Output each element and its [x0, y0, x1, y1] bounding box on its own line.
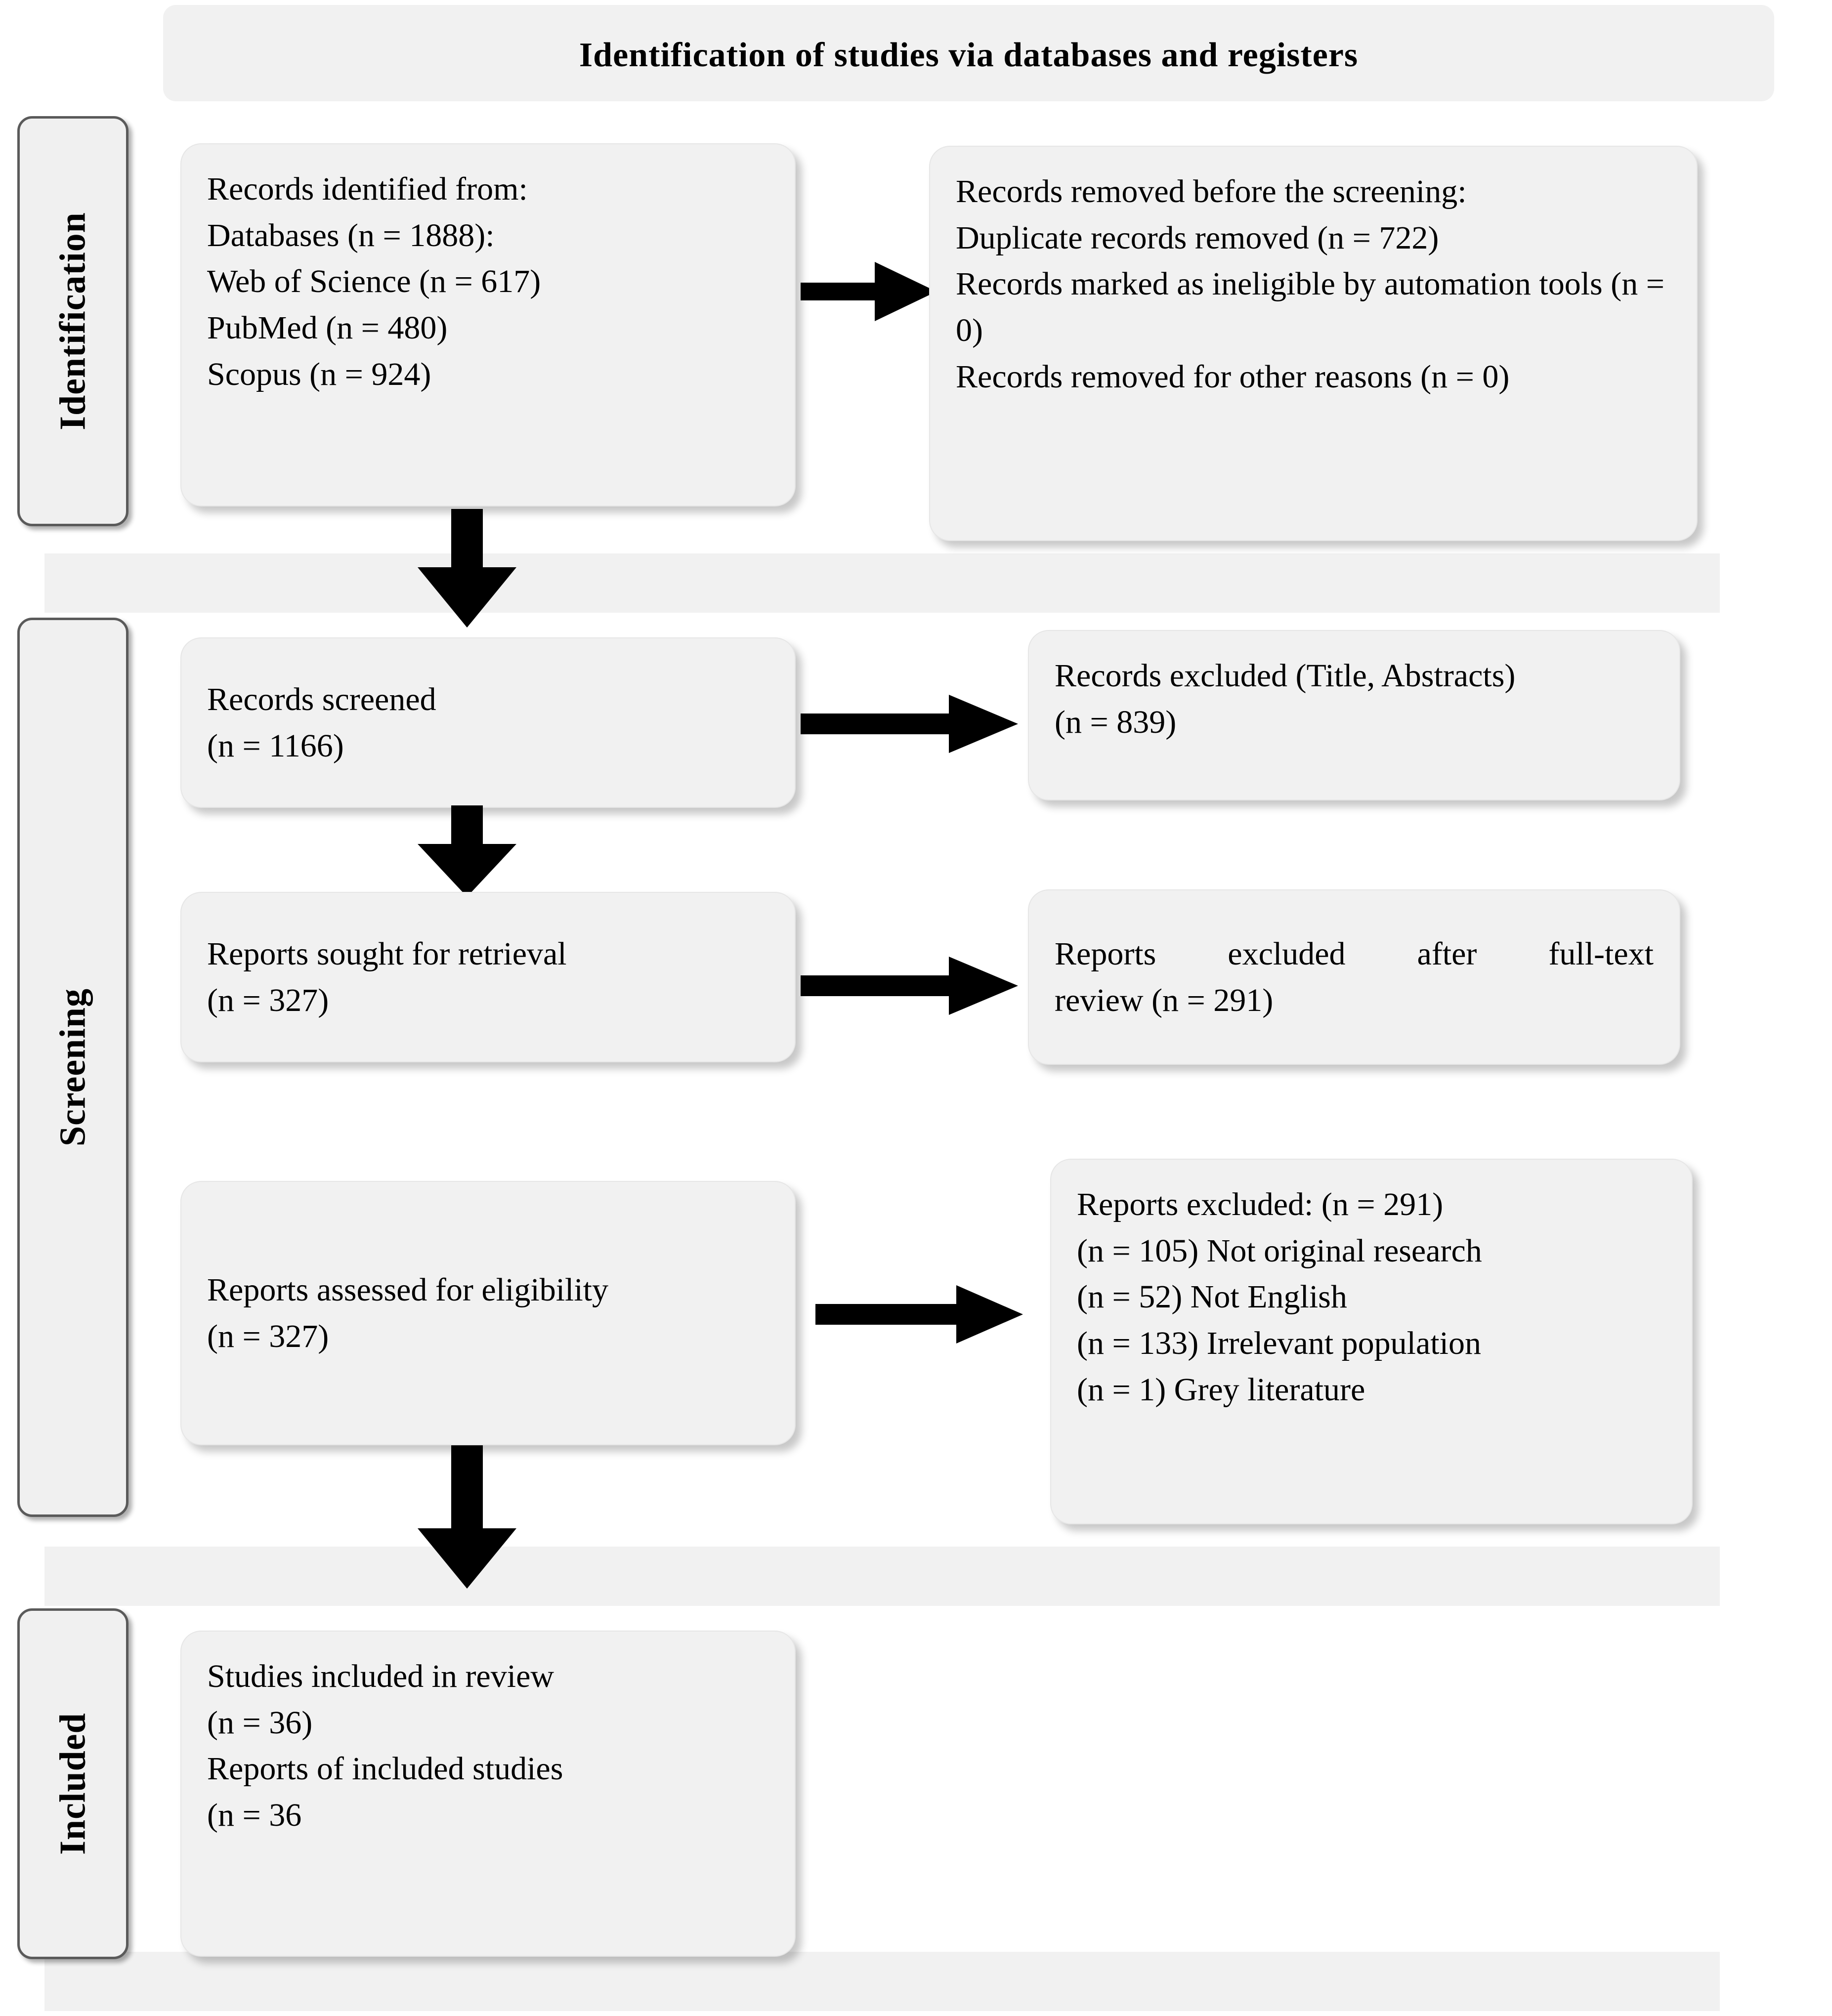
records-removed-line-4: Records removed for other reasons (n = 0…	[956, 358, 1510, 395]
reports-assessed-line-2: (n = 327)	[207, 1318, 329, 1354]
records-removed-line-2: Duplicate records removed (n = 722)	[956, 219, 1439, 256]
records-excluded-box: Records excluded (Title, Abstracts) (n =…	[1028, 630, 1680, 800]
records-screened-box: Records screened (n = 1166)	[180, 637, 796, 808]
reports-assessed-box: Reports assessed for eligibility (n = 32…	[180, 1181, 796, 1445]
reports-sought-box: Reports sought for retrieval (n = 327)	[180, 892, 796, 1062]
arrow-identified-to-removed	[801, 257, 937, 326]
reports-excluded-fulltext-line-1: Reports excluded after full-text	[1055, 935, 1654, 972]
records-removed-line-3: Records marked as ineligible by automati…	[956, 266, 1673, 349]
arrow-screened-to-sought	[418, 805, 516, 897]
stage-included-label: Included	[52, 1713, 93, 1855]
studies-included-line-1: Studies included in review	[207, 1658, 554, 1694]
section-band-screening	[44, 1547, 1720, 1606]
title-band	[163, 5, 1774, 101]
records-identified-box: Records identified from: Databases (n = …	[180, 143, 796, 506]
records-removed-line-1: Records removed before the screening:	[956, 173, 1467, 210]
records-identified-line-1: Records identified from:	[207, 171, 528, 207]
studies-included-line-4: (n = 36	[207, 1797, 302, 1834]
arrow-assessed-to-excluded-reasons	[815, 1282, 1023, 1346]
reports-excluded-reasons-line-1: Reports excluded: (n = 291)	[1077, 1186, 1444, 1222]
stage-identification-label: Identification	[52, 212, 93, 430]
records-identified-line-2: Databases (n = 1888):	[207, 217, 495, 253]
stage-screening-label: Screening	[52, 988, 93, 1147]
studies-included-line-2: (n = 36)	[207, 1704, 313, 1741]
arrow-screened-to-excluded	[801, 692, 1018, 756]
records-removed-box: Records removed before the screening: Du…	[929, 146, 1698, 541]
stage-screening: Screening	[17, 618, 128, 1517]
reports-excluded-reasons-box: Reports excluded: (n = 291) (n = 105) No…	[1050, 1159, 1693, 1524]
records-identified-line-3: Web of Science (n = 617)	[207, 263, 541, 300]
stage-identification: Identification	[17, 116, 128, 526]
records-excluded-line-2: (n = 839)	[1055, 704, 1177, 740]
reports-excluded-fulltext-box: Reports excluded after full-text review …	[1028, 889, 1680, 1065]
reports-sought-line-1: Reports sought for retrieval	[207, 935, 567, 972]
reports-sought-line-2: (n = 327)	[207, 982, 329, 1018]
records-identified-line-5: Scopus (n = 924)	[207, 356, 431, 392]
reports-excluded-reasons-line-4: (n = 133) Irrelevant population	[1077, 1325, 1481, 1362]
stage-included: Included	[17, 1608, 128, 1959]
page-title: Identification of studies via databases …	[579, 36, 1359, 74]
studies-included-box: Studies included in review (n = 36) Repo…	[180, 1631, 796, 1957]
arrow-sought-to-excluded-fulltext	[801, 954, 1018, 1018]
reports-excluded-fulltext-line-2: review (n = 291)	[1055, 982, 1274, 1018]
section-band-identification	[44, 553, 1720, 613]
reports-excluded-reasons-line-5: (n = 1) Grey literature	[1077, 1371, 1365, 1408]
records-screened-line-1: Records screened	[207, 681, 436, 717]
records-identified-line-4: PubMed (n = 480)	[207, 310, 448, 346]
section-band-included	[44, 1952, 1720, 2011]
studies-included-line-3: Reports of included studies	[207, 1751, 563, 1787]
records-screened-line-2: (n = 1166)	[207, 727, 344, 764]
reports-excluded-reasons-line-3: (n = 52) Not English	[1077, 1279, 1347, 1315]
reports-excluded-reasons-line-2: (n = 105) Not original research	[1077, 1232, 1482, 1269]
arrow-assessed-to-included	[418, 1445, 516, 1589]
records-excluded-line-1: Records excluded (Title, Abstracts)	[1055, 658, 1516, 694]
reports-assessed-line-1: Reports assessed for eligibility	[207, 1271, 609, 1308]
arrow-identified-to-screened	[418, 509, 516, 628]
